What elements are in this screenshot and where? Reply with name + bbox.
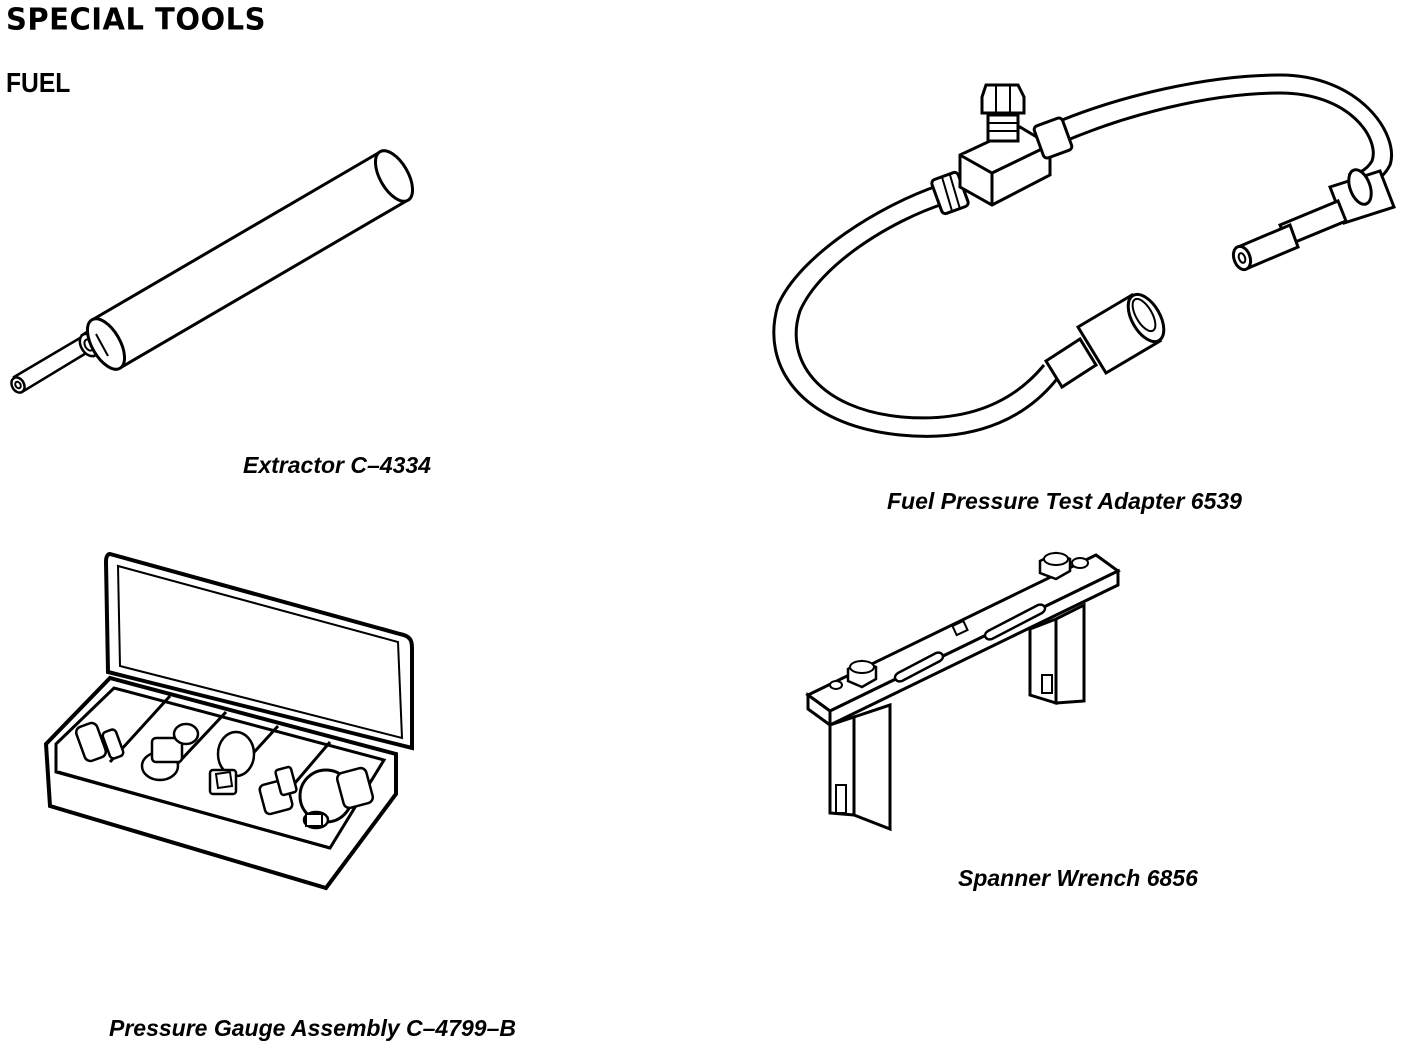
fuel-pressure-test-adapter-illustration xyxy=(772,73,1396,438)
pressure-gauge-assembly-caption: Pressure Gauge Assembly C–4799–B xyxy=(109,1015,516,1041)
spanner-wrench-illustration xyxy=(805,551,1121,832)
fuel-pressure-test-adapter-caption: Fuel Pressure Test Adapter 6539 xyxy=(887,488,1242,514)
spanner-wrench-caption: Spanner Wrench 6856 xyxy=(958,865,1198,891)
extractor-illustration xyxy=(10,149,415,394)
section-title: FUEL xyxy=(6,67,71,98)
extractor-caption: Extractor C–4334 xyxy=(243,452,431,478)
pressure-gauge-assembly-illustration xyxy=(43,551,414,891)
page-title: SPECIAL TOOLS xyxy=(6,1,266,37)
